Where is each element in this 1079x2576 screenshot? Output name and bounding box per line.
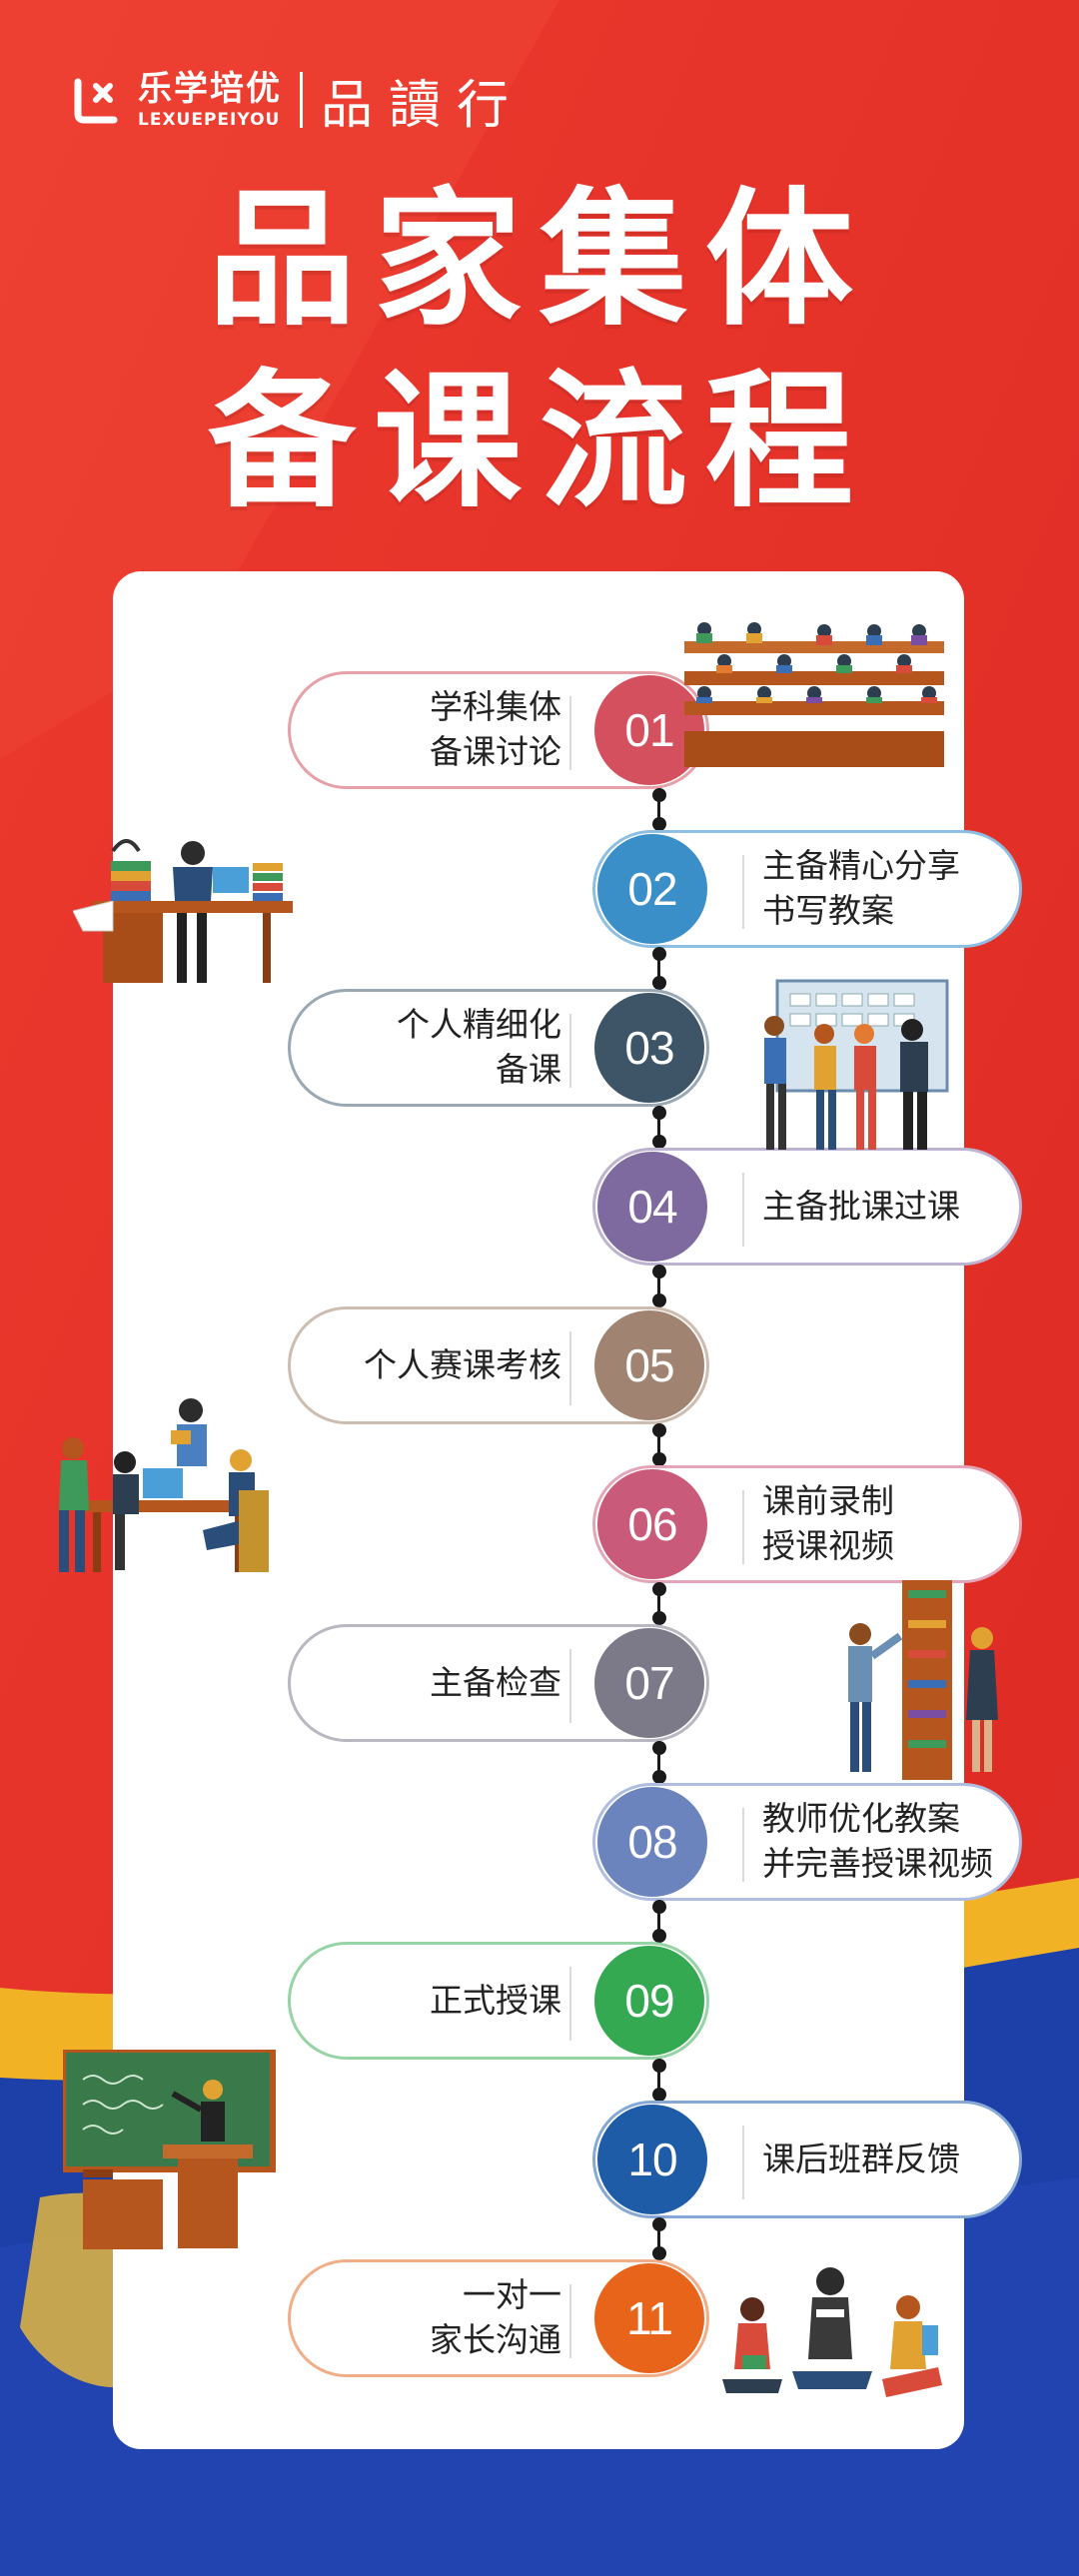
logo-divider	[300, 72, 303, 128]
step-number-badge: 03	[594, 993, 704, 1103]
pill-divider	[569, 1967, 571, 2041]
step-label: 教师优化教案 并完善授课视频	[762, 1799, 993, 1883]
step-02-pill: 主备精心分享 书写教案 02	[592, 830, 1022, 948]
library-shelf-illustration	[848, 1580, 998, 1780]
pill-divider	[742, 855, 744, 929]
timeline-dot	[652, 1106, 666, 1120]
step-number-badge: 08	[597, 1787, 707, 1897]
step-number-badge: 06	[597, 1469, 707, 1579]
pill-divider	[569, 1014, 571, 1088]
pill-divider	[742, 1490, 744, 1564]
step-number-badge: 05	[594, 1310, 704, 1420]
students-at-board-illustration	[764, 979, 949, 1150]
step-number-badge: 07	[594, 1628, 704, 1738]
timeline-dot	[652, 1929, 666, 1943]
teacher-at-desk-illustration	[73, 839, 293, 983]
timeline-dot	[652, 788, 666, 802]
pill-divider	[742, 1173, 744, 1247]
timeline-dot	[652, 817, 666, 831]
step-number-badge: 10	[597, 2105, 707, 2214]
timeline-dot	[652, 1135, 666, 1149]
timeline-dot	[652, 2217, 666, 2231]
step-label: 主备检查	[430, 1662, 561, 1702]
timeline-dot	[652, 1452, 666, 1466]
step-label: 主备批课过课	[762, 1186, 960, 1226]
step-number-badge: 09	[594, 1946, 704, 2056]
logo-chinese-name: 乐学培优	[138, 68, 282, 109]
step-label: 一对一 家长沟通	[430, 2275, 561, 2359]
pill-divider	[569, 2284, 571, 2358]
step-07-pill: 主备检查 07	[288, 1624, 709, 1742]
timeline-dot	[652, 1900, 666, 1914]
step-label: 学科集体 备课讨论	[430, 687, 561, 771]
step-03-pill: 个人精细化 备课 03	[288, 989, 709, 1107]
step-06-pill: 课前录制 授课视频 06	[592, 1465, 1022, 1583]
timeline-dot	[652, 1423, 666, 1437]
step-number-badge: 04	[597, 1152, 707, 1262]
step-05-pill: 个人赛课考核 05	[288, 1306, 709, 1424]
step-label: 课后班群反馈	[762, 2139, 960, 2178]
step-number-badge: 02	[597, 834, 707, 944]
step-number-badge: 11	[594, 2263, 704, 2373]
timeline-dot	[652, 1293, 666, 1307]
timeline-dot	[652, 2088, 666, 2102]
timeline-dot	[652, 2246, 666, 2260]
chalkboard-teacher-illustration	[63, 2050, 276, 2249]
main-title-line-1: 品家集体	[208, 174, 871, 346]
timeline-dot	[652, 1265, 666, 1279]
lecture-hall-illustration	[684, 622, 944, 767]
pill-divider	[569, 1331, 571, 1405]
students-sitting-illustration	[722, 2267, 942, 2397]
main-title-line-2: 备课流程	[208, 356, 871, 527]
step-label: 个人精细化 备课	[397, 1005, 561, 1089]
pill-divider	[569, 1649, 571, 1723]
brand-logo: 乐学培优 LEXUEPEIYOU 品讀行	[70, 60, 525, 140]
step-label: 课前录制 授课视频	[762, 1481, 894, 1565]
step-09-pill: 正式授课 09	[288, 1942, 709, 2060]
timeline-dot	[652, 976, 666, 990]
step-10-pill: 课后班群反馈 10	[592, 2101, 1022, 2218]
lexue-logo-icon	[74, 78, 118, 124]
timeline-dot	[652, 1611, 666, 1625]
timeline-dot	[652, 947, 666, 961]
step-label: 主备精心分享 书写教案	[762, 846, 960, 930]
pill-divider	[569, 696, 571, 770]
step-label: 正式授课	[430, 1980, 561, 2020]
step-04-pill: 主备批课过课 04	[592, 1148, 1022, 1266]
logo-english-name: LEXUEPEIYOU	[138, 109, 281, 130]
pill-divider	[742, 1808, 744, 1882]
pill-divider	[742, 2126, 744, 2199]
timeline-dot	[652, 1582, 666, 1596]
brand-name: 品讀行	[321, 75, 526, 136]
group-study-illustration	[59, 1398, 269, 1572]
step-11-pill: 一对一 家长沟通 11	[288, 2259, 709, 2377]
step-label: 个人赛课考核	[364, 1344, 561, 1384]
timeline-dot	[652, 1741, 666, 1755]
timeline-dot	[652, 2059, 666, 2073]
timeline-dot	[652, 1770, 666, 1784]
step-08-pill: 教师优化教案 并完善授课视频 08	[592, 1783, 1022, 1901]
